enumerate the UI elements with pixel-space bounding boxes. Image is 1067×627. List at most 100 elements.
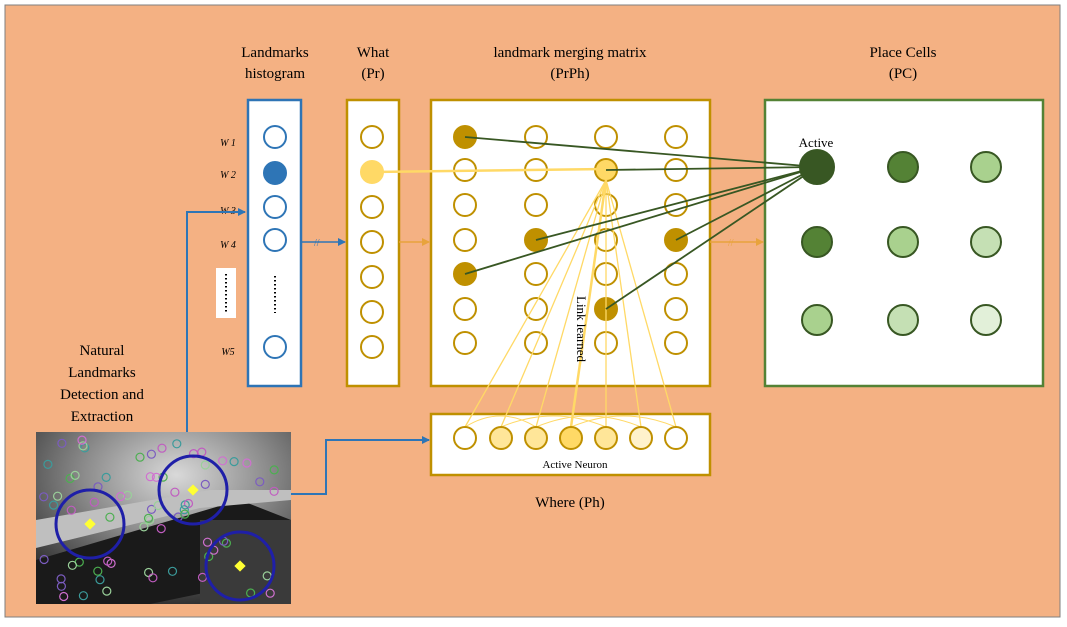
keypoint-marker bbox=[78, 441, 88, 451]
where-neuron bbox=[629, 426, 653, 450]
keypoint-marker bbox=[66, 505, 76, 515]
detection-label-line4: Extraction bbox=[71, 409, 134, 425]
keypoint-marker bbox=[146, 449, 156, 459]
keypoint-marker bbox=[65, 473, 75, 484]
keypoint-marker bbox=[180, 509, 190, 519]
place-cell-link bbox=[464, 136, 818, 168]
histogram-bin-w1 bbox=[263, 125, 287, 149]
keypoint-marker bbox=[145, 515, 155, 525]
title-place-cells: Place Cells (PC) bbox=[869, 45, 936, 82]
keypoint-marker bbox=[202, 537, 213, 547]
histogram-bin-w3 bbox=[263, 195, 287, 219]
where-neuron bbox=[594, 426, 618, 450]
place-cell-grid bbox=[799, 149, 1002, 336]
detection-label-line1: Natural bbox=[80, 343, 125, 359]
where-neuron bbox=[453, 426, 477, 450]
matrix-neuron bbox=[524, 297, 548, 321]
what-neuron bbox=[360, 300, 384, 324]
keypoint-marker bbox=[102, 586, 112, 596]
place-cell-link bbox=[675, 166, 818, 241]
place-cell bbox=[887, 226, 919, 258]
where-neuron-active bbox=[559, 426, 583, 450]
keypoint-marker bbox=[170, 487, 180, 497]
keypoint-marker bbox=[95, 575, 105, 585]
matrix-neuron bbox=[453, 297, 477, 321]
keypoint-marker bbox=[269, 486, 279, 496]
keypoint-marker bbox=[39, 492, 49, 502]
learned-link bbox=[569, 179, 608, 428]
landmark-circle-top bbox=[157, 454, 229, 526]
matrix-neuron bbox=[594, 125, 618, 149]
title-place-cells-line2: (PC) bbox=[889, 66, 917, 82]
where-lateral-link bbox=[464, 415, 537, 428]
learned-link bbox=[500, 179, 607, 428]
keypoint-marker bbox=[172, 439, 182, 449]
keypoint-marker bbox=[221, 538, 231, 548]
histogram-label-w5: W5 bbox=[221, 347, 234, 358]
keypoint-marker bbox=[93, 566, 103, 576]
active-place-cell-label: Active bbox=[799, 135, 834, 150]
what-neuron bbox=[360, 125, 384, 149]
keypoint-marker bbox=[135, 452, 145, 462]
landmark-center-top bbox=[187, 484, 199, 496]
matrix-neuron bbox=[524, 125, 548, 149]
keypoint-marker bbox=[56, 581, 67, 591]
landmark-center-right bbox=[234, 560, 246, 572]
image-to-histogram-connector bbox=[186, 208, 246, 432]
keypoint-marker bbox=[157, 443, 167, 453]
matrix-neuron bbox=[453, 193, 477, 217]
histogram-bin-w4 bbox=[263, 228, 287, 252]
where-neuron bbox=[524, 426, 548, 450]
title-what: What (Pr) bbox=[357, 45, 390, 82]
where-neuron bbox=[489, 426, 513, 450]
title-landmarks-histogram-line1: Landmarks bbox=[241, 45, 309, 61]
title-what-line2: (Pr) bbox=[361, 66, 384, 82]
keypoint-marker bbox=[139, 522, 149, 532]
title-merging-matrix-line1: landmark merging matrix bbox=[493, 45, 647, 61]
detection-label-line2: Landmarks bbox=[68, 365, 136, 381]
place-cell-link bbox=[464, 166, 818, 275]
what-neuron bbox=[360, 265, 384, 289]
what-neuron bbox=[360, 335, 384, 359]
matrix-neuron bbox=[453, 331, 477, 355]
title-merging-matrix: landmark merging matrix (PrPh) bbox=[493, 45, 647, 82]
where-label: Where (Ph) bbox=[535, 495, 605, 511]
place-cell-active bbox=[799, 149, 835, 185]
what-neuron bbox=[360, 195, 384, 219]
place-cell bbox=[970, 226, 1002, 258]
place-cell-link bbox=[605, 166, 818, 310]
place-cell-links bbox=[464, 136, 818, 310]
keypoint-marker bbox=[67, 560, 78, 570]
histogram-label-w2: W 2 bbox=[220, 170, 236, 181]
learned-link bbox=[605, 179, 677, 428]
keypoint-marker bbox=[80, 443, 90, 453]
keypoint-marker bbox=[115, 491, 126, 502]
matrix-neuron bbox=[664, 262, 688, 286]
keypoint-marker bbox=[167, 566, 178, 576]
where-lateral-link bbox=[535, 415, 642, 428]
learned-link bbox=[535, 179, 607, 428]
landmark-circle-right bbox=[204, 530, 276, 602]
keypoint-marker bbox=[39, 554, 49, 565]
keypoint-marker bbox=[218, 456, 228, 466]
keypoint-marker bbox=[57, 438, 67, 448]
matrix-neuron bbox=[453, 228, 477, 252]
where-lateral-link bbox=[570, 415, 677, 428]
learned-link bbox=[464, 179, 607, 428]
keypoint-marker bbox=[200, 479, 210, 489]
keypoint-markers bbox=[39, 435, 279, 602]
landmark-circle-left bbox=[54, 488, 126, 560]
histogram-bin-w5 bbox=[263, 335, 287, 359]
merging-matrix-box bbox=[429, 98, 712, 388]
histogram-label-w4: W 4 bbox=[220, 240, 236, 251]
matrix-to-place-cells-break-mark: // bbox=[728, 238, 734, 249]
place-cell-link bbox=[535, 166, 818, 241]
camera-shelf-edge bbox=[36, 490, 291, 548]
keypoint-marker bbox=[183, 498, 194, 509]
place-cell bbox=[887, 304, 919, 336]
title-landmarks-histogram-line2: histogram bbox=[245, 66, 305, 82]
keypoint-marker bbox=[89, 497, 99, 507]
where-lateral-link bbox=[500, 415, 607, 428]
detection-label-line3: Detection and bbox=[60, 387, 144, 403]
